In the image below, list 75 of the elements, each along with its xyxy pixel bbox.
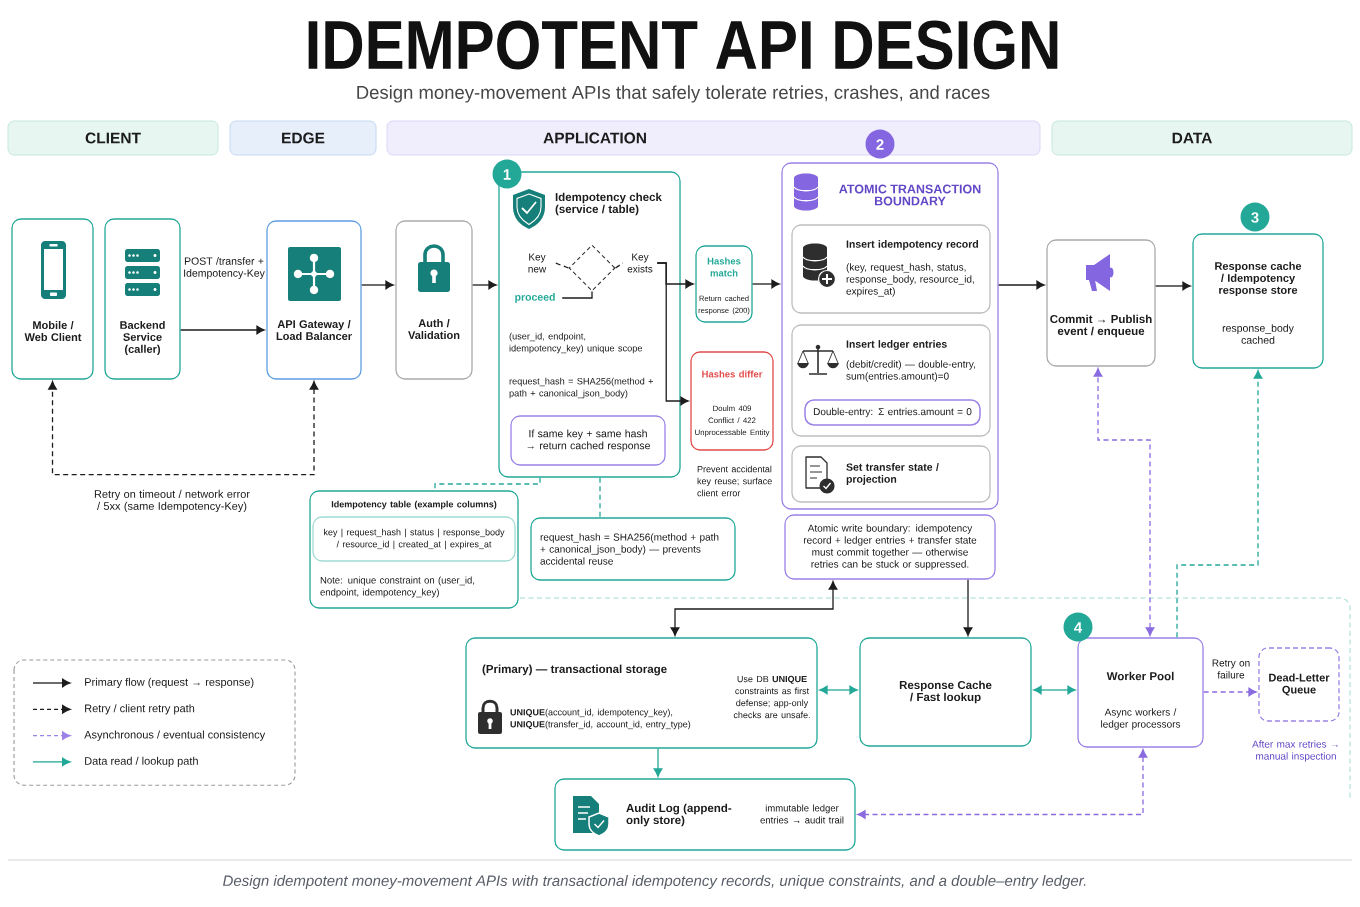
arrow	[670, 581, 838, 636]
connector-line	[599, 477, 601, 518]
caption: Design idempotent money-movement APIs with transactional idempotency records, unique constraints, and a double–entry ledger.	[223, 875, 1086, 889]
arrow	[1033, 685, 1076, 695]
arrow	[472, 280, 497, 290]
panel-heading: ATOMIC TRANSACTION BOUNDARY	[839, 184, 981, 206]
node-label: Audit Log (append-only store)	[626, 803, 732, 827]
arrow	[998, 280, 1045, 290]
node-label: UNIQUE(account_id, idempotency_key), UNIQUE(transfer_id, account_id, entry_type)	[510, 708, 691, 730]
cache-box: Response cache / Idempotency response store response_body cached	[1192, 233, 1324, 369]
event-box: Commit → Publish event / enqueue	[1046, 239, 1156, 367]
panel-text: Note: unique constraint on (user_id, endpoint, idempotency_key)	[320, 576, 475, 598]
client-box: Mobile / Web Client	[11, 218, 94, 380]
lane-header: DATA	[1051, 120, 1353, 156]
node-label: immutable ledger entries → audit trail	[760, 804, 844, 824]
node-label: response_body cached	[1222, 324, 1294, 344]
arrow	[361, 280, 394, 290]
column-row: key | request_hash | status | response_body / resource_id | created_at | expires_at	[312, 516, 516, 562]
arrow	[963, 579, 973, 636]
arrow	[656, 262, 689, 406]
arrow	[1176, 370, 1263, 638]
connector-line	[434, 477, 541, 491]
decision-diamond	[568, 244, 616, 292]
panel-text: (user_id, endpoint, idempotency_key) unique scope	[509, 332, 643, 354]
node-label: (Primary) — transactional storage	[482, 664, 667, 676]
formula-box: Double-entry: Σ entries.amount = 0	[804, 399, 981, 426]
auth-box: Auth / Validation	[395, 220, 473, 380]
cache-box: Response Cache / Fast lookup	[859, 637, 1032, 747]
edge-label: Retry on failure	[1212, 659, 1250, 679]
queue-box: Dead-Letter Queue	[1258, 647, 1340, 722]
step-heading: Insert ledger entries	[846, 340, 947, 350]
panel-heading: Idempotency check (service / table)	[555, 192, 662, 216]
log-box: Audit Log (append-only store) immutable ledger entries → audit trail	[554, 778, 856, 851]
legend-label: Data read / lookup path	[85, 756, 198, 767]
node-label: Use DB UNIQUE constraints as first defense; app-only checks are unsafe.	[733, 675, 810, 719]
storage-box: (Primary) — transactional storage UNIQUE(account_id, idempotency_key), UNIQUE(transfer_id, account_id, entry_type) Use DB UNIQUE constraints as first defense; app-only checks are unsafe.	[465, 637, 818, 749]
arrow	[857, 749, 1148, 819]
legend-label: Primary flow (request → response)	[85, 677, 254, 689]
branch-label: proceed	[515, 293, 555, 303]
note-text: After max retries → manual inspection	[1252, 740, 1338, 762]
step-text: (debit/credit) — double-entry, sum(entries.amount)=0	[846, 360, 975, 382]
branch-label: Key new	[528, 253, 547, 273]
note-text: Prevent accidental key reuse; surface client error	[697, 465, 772, 497]
panel-text: request_hash = SHA256(method + path + canonical_json_body)	[509, 377, 654, 399]
arrow	[180, 325, 265, 335]
node-label: Response cache / Idempotency response store	[1215, 261, 1302, 297]
connector-line	[554, 262, 570, 269]
worker-box: Worker Pool Async workers / ledger processors	[1077, 637, 1204, 748]
title: IDEMPOTENT API DESIGN	[308, 20, 1058, 70]
connector-line	[561, 290, 593, 299]
step-box: Set transfer state / projection	[791, 445, 991, 503]
arrow	[1203, 687, 1257, 697]
arrow	[48, 381, 319, 476]
legend-label: Asynchronous / eventual consistency	[84, 730, 266, 741]
step-badge: 4	[1063, 612, 1093, 642]
arrow	[1093, 368, 1155, 636]
subtitle: Design money-movement APIs that safely tolerate retries, crashes, and races	[357, 85, 990, 103]
node-label: Hashes differ	[702, 370, 763, 378]
step-badge: 3	[1240, 202, 1270, 232]
edge-label: Retry on timeout / network error / 5xx (same Idempotency-Key)	[94, 489, 250, 513]
arrow	[752, 279, 780, 289]
step-badge: 1	[492, 159, 522, 189]
lane-header: CLIENT	[7, 120, 219, 156]
arrow	[653, 748, 663, 777]
panel-heading: Idempotency table (example columns)	[331, 500, 497, 510]
edge-label: POST /transfer + Idempotency-Key	[184, 257, 265, 279]
branch-label: Key exists	[627, 253, 653, 273]
legend-label: Retry / client retry path	[85, 704, 195, 715]
note-box: Atomic write boundary: idempotency record + ledger entries + transfer state must commit together — otherwise retries can be stuck or suppressed.	[784, 514, 996, 580]
arrow	[1155, 281, 1191, 291]
note-box: request_hash = SHA256(method + path + canonical_json_body) — prevents accidental reuse	[530, 517, 736, 581]
step-box: Insert idempotency record (key, request_hash, status, response_body, resource_id, expires_at)	[791, 224, 991, 314]
arrow	[819, 685, 858, 695]
lane-header: EDGE	[229, 120, 377, 156]
step-badge: 2	[865, 129, 895, 159]
